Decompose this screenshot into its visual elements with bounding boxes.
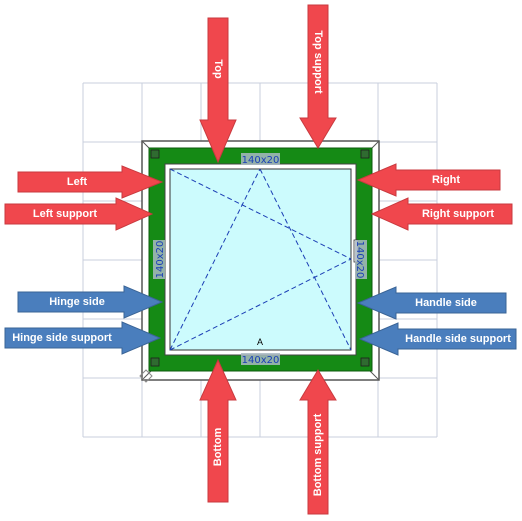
label-bottom-support: Bottom support (312, 413, 324, 496)
label-hinge-side: Hinge side (49, 296, 105, 308)
arrow-top-support[interactable]: Top support (299, 4, 337, 149)
dimension-bottom: 140x20 (242, 355, 280, 366)
arrow-bottom-support[interactable]: Bottom support (299, 369, 337, 515)
corner-markers (150, 149, 370, 367)
pivot-symbol (139, 369, 153, 383)
sash-mark: A (257, 337, 263, 347)
label-left: Left (67, 176, 88, 188)
arrow-right[interactable]: Right (356, 163, 501, 197)
label-handle-side: Handle side (415, 297, 477, 309)
opening-lines (169, 168, 352, 351)
sash-frame (148, 147, 373, 372)
label-handle-side-support: Handle side support (405, 333, 511, 345)
arrow-handle-side[interactable]: Handle side (356, 286, 507, 320)
arrow-bottom[interactable]: Bottom (199, 358, 237, 503)
arrow-left-support[interactable]: Left support (4, 197, 154, 231)
arrow-handle-side-support[interactable]: Handle side support (358, 322, 517, 356)
label-top: Top (212, 59, 224, 79)
arrow-right-support[interactable]: Right support (370, 197, 513, 231)
dimension-top: 140x20 (242, 155, 280, 166)
arrow-top[interactable]: Top (199, 17, 237, 164)
arrow-hinge-side-support[interactable]: Hinge side support (4, 321, 162, 355)
arrow-left[interactable]: Left (17, 165, 164, 199)
label-hinge-side-support: Hinge side support (12, 332, 112, 344)
label-right-support: Right support (422, 208, 494, 220)
label-right: Right (432, 174, 460, 186)
dimension-labels: 140x20 140x20 140x20 140x20 (153, 153, 367, 366)
label-bottom: Bottom (212, 428, 224, 467)
label-left-support: Left support (33, 208, 97, 220)
label-top-support: Top support (312, 30, 324, 94)
dimension-right: 140x20 (354, 241, 365, 279)
dimension-left: 140x20 (155, 241, 166, 279)
arrow-hinge-side[interactable]: Hinge side (17, 285, 164, 319)
